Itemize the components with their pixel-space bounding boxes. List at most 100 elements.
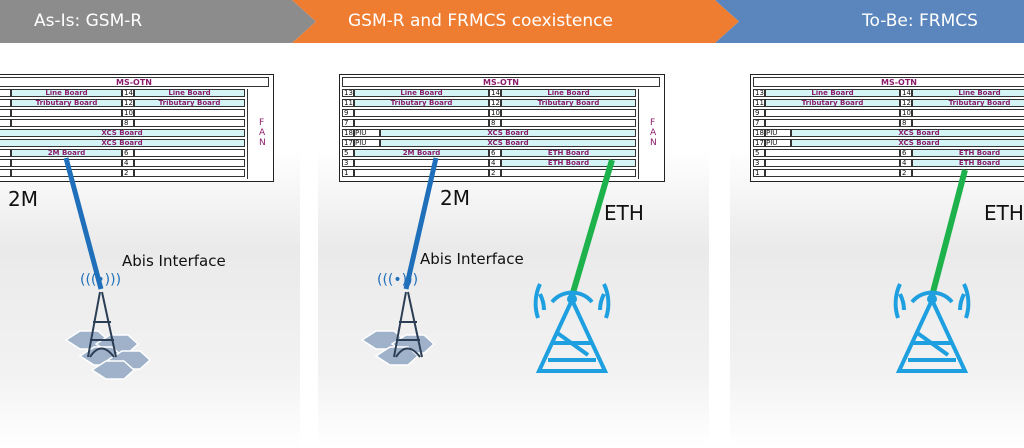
gsm-tower-coexistence: [393, 291, 423, 358]
rack-empty-slot: [912, 169, 1024, 177]
rack-slot-number: 18: [753, 129, 765, 137]
rack-empty-slot: [134, 149, 245, 157]
rack-board: ETH Board: [501, 149, 636, 157]
rack-board-xcs: XCS Board: [380, 129, 636, 137]
rack-empty-slot: [354, 109, 489, 117]
abis-label-as-is: Abis Interface: [122, 252, 226, 270]
rack-slot-number: 12: [900, 99, 912, 107]
rack-title: MS-OTN: [342, 77, 660, 87]
rack-slot-number: 10: [122, 109, 134, 117]
rack-slot-number: 17: [342, 139, 354, 147]
rack-slot-number: 9: [342, 109, 354, 117]
rack-slot-number: 2: [900, 169, 912, 177]
rack-slot-number: 8: [900, 119, 912, 127]
rack-empty-slot: [765, 159, 900, 167]
rack-slot-number: 8: [122, 119, 134, 127]
rack-slot-number: 13: [342, 89, 354, 97]
rack-slot-number: 8: [489, 119, 501, 127]
rack-slot-number: 7: [753, 119, 765, 127]
rack-piu-slot: PIU: [765, 129, 791, 137]
rack-empty-slot: [912, 119, 1024, 127]
rack-empty-slot: [354, 169, 489, 177]
rack-board: Line Board: [11, 89, 122, 97]
link-eth-to-be: [929, 169, 968, 297]
rack-empty-slot: [765, 169, 900, 177]
rack-slot-number: 5: [753, 149, 765, 157]
link-label-eth-coexistence: ETH: [604, 201, 644, 225]
rack-board: Line Board: [354, 89, 489, 97]
rack-empty-slot: [765, 109, 900, 117]
rack-slot-number: 6: [489, 149, 501, 157]
abis-label-coexistence: Abis Interface: [420, 250, 524, 268]
rack-slot-number: 10: [489, 109, 501, 117]
rack-slot-number: 4: [489, 159, 501, 167]
rack-slot-number: 12: [489, 99, 501, 107]
rack-slot-number: [0, 169, 11, 177]
rack-fan-letter: F: [650, 118, 656, 128]
rack-title: MS-OTN: [753, 77, 1024, 87]
rack-board: Line Board: [501, 89, 636, 97]
rack-fan-letter: A: [650, 128, 657, 138]
rack-slot-number: 7: [342, 119, 354, 127]
rack-slot-number: 11: [342, 99, 354, 107]
rack-slot-number: [0, 99, 11, 107]
rack-slot-number: 18: [342, 129, 354, 137]
rack-empty-slot: [134, 109, 245, 117]
rack-fan-letter: F: [259, 118, 265, 128]
rack-board: Line Board: [912, 89, 1024, 97]
link-2m-as-is: [63, 157, 104, 290]
rack-slot-number: 6: [122, 149, 134, 157]
rack-board: Tributary Board: [11, 99, 122, 107]
rack-slot-number: 6: [900, 149, 912, 157]
rack-empty-slot: [501, 119, 636, 127]
banner-chevrons: [0, 0, 1024, 43]
rack-slot-number: [0, 159, 11, 167]
rack-slot-number: 14: [122, 89, 134, 97]
rack-board: Tributary Board: [765, 99, 900, 107]
rack-slot-number: 12: [122, 99, 134, 107]
rack-board: Tributary Board: [134, 99, 245, 107]
rack-slot-number: 17: [753, 139, 765, 147]
link-2m-coexistence: [403, 157, 439, 290]
rack-fan-unit: [638, 89, 662, 179]
frmcs-tower-to-be: [893, 283, 971, 373]
rack-empty-slot: [354, 159, 489, 167]
stage-label-to-be: To-Be: FRMCS: [862, 11, 978, 31]
stage-chevron-coexistence: [292, 0, 739, 43]
rack-slot-number: 1: [342, 169, 354, 177]
link-label-eth-to-be: ETH: [984, 201, 1024, 225]
frmcs-tower-hub-to-be: [927, 294, 937, 304]
rack-board: Line Board: [765, 89, 900, 97]
rack-board: Line Board: [134, 89, 245, 97]
rack-slot-number: 14: [489, 89, 501, 97]
rack-fan-letter: N: [650, 138, 657, 148]
rack-slot-number: 10: [900, 109, 912, 117]
rack-board: Tributary Board: [912, 99, 1024, 107]
rack-slot-number: 1: [753, 169, 765, 177]
rack-board-xcs: XCS Board: [791, 139, 1024, 147]
rack-board-xcs: XCS Board: [380, 139, 636, 147]
rack-slot-number: 13: [753, 89, 765, 97]
rack-empty-slot: [134, 119, 245, 127]
rack-board: 2M Board: [11, 149, 122, 157]
rack-board-xcs: XCS Board: [0, 139, 245, 147]
rack-empty-slot: [134, 169, 245, 177]
stage-label-coexistence: GSM-R and FRMCS coexistence: [348, 11, 613, 31]
rack-board: 2M Board: [354, 149, 489, 157]
rack-empty-slot: [11, 109, 122, 117]
link-eth-coexistence: [569, 159, 615, 297]
signal-icon-coexistence: (((•))): [377, 272, 419, 288]
cell-hexagons-as-is: [64, 330, 152, 380]
rack-empty-slot: [912, 109, 1024, 117]
rack-empty-slot: [501, 109, 636, 117]
rack-slot-number: 5: [342, 149, 354, 157]
rack-empty-slot: [11, 119, 122, 127]
rack-empty-slot: [501, 169, 636, 177]
rack-fan-letter: A: [259, 128, 266, 138]
frmcs-tower-coexistence: [533, 283, 611, 373]
stage-banner: As-Is: GSM-R GSM-R and FRMCS coexistence…: [0, 0, 1024, 43]
rack-empty-slot: [354, 119, 489, 127]
